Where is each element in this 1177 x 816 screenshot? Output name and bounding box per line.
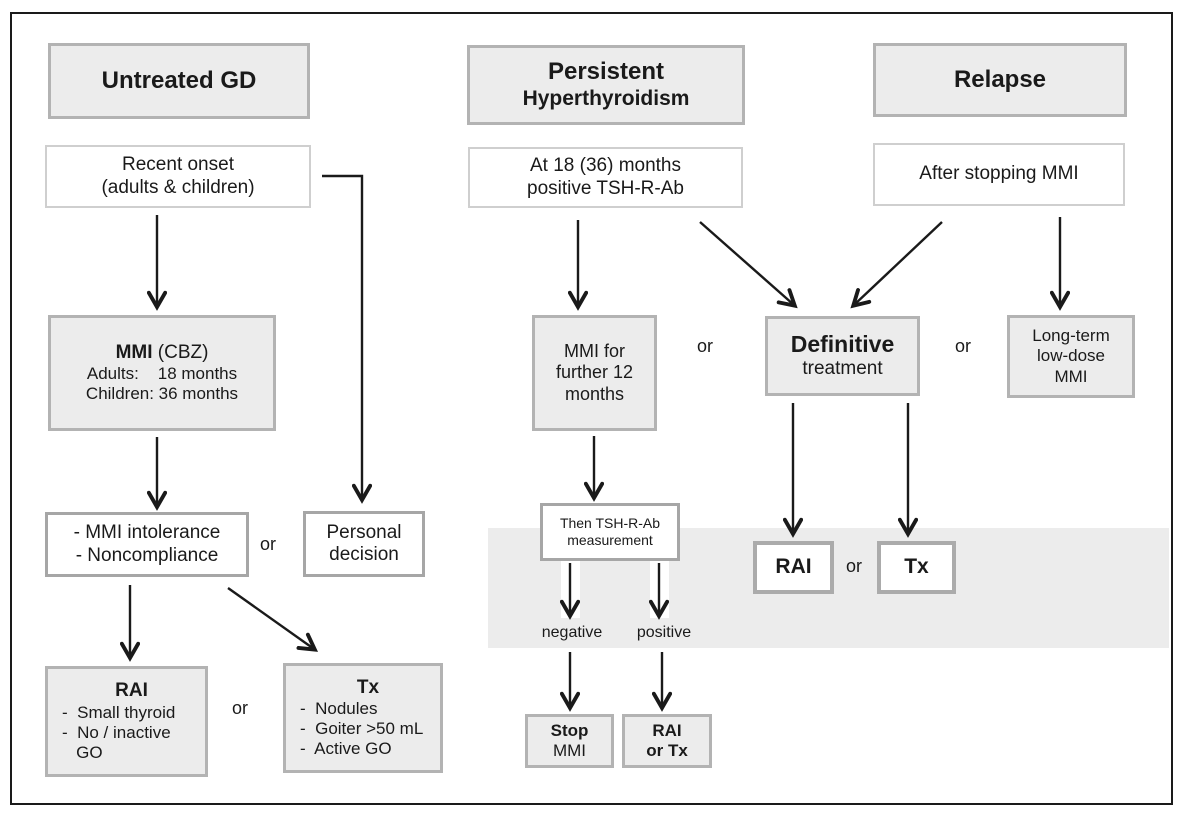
stop-mmi-box: Stop MMI bbox=[525, 714, 614, 768]
personal-decision-box: Personal decision bbox=[303, 511, 425, 577]
then-tsh-line2: measurement bbox=[567, 532, 653, 548]
rai-band-title: RAI bbox=[775, 555, 812, 579]
at18-line1: At 18 (36) months bbox=[529, 155, 682, 177]
persistent-title-line1: Persistent bbox=[547, 58, 665, 86]
mmi-cbz-box: MMI (CBZ) Adults: 18 months Children: 36… bbox=[48, 315, 276, 431]
rai-left-title: RAI bbox=[115, 680, 148, 702]
mmi-further-line3: months bbox=[564, 383, 625, 404]
longterm-mmi-box: Long-term low-dose MMI bbox=[1007, 315, 1135, 398]
tx-left-box: Tx - Nodules - Goiter >50 mL - Active GO bbox=[283, 663, 443, 773]
or-label-mmi-definitive: or bbox=[696, 336, 713, 356]
persistent-header: Persistent Hyperthyroidism bbox=[467, 45, 745, 125]
after-stopping-box: After stopping MMI bbox=[873, 143, 1125, 206]
rai-band-box: RAI bbox=[753, 541, 834, 594]
mmi-cbz-title: MMI (CBZ) bbox=[116, 342, 209, 364]
figure-border bbox=[10, 12, 1173, 805]
then-tsh-line1: Then TSH-R-Ab bbox=[559, 515, 661, 532]
mmi-cbz-title-bold: MMI bbox=[115, 341, 153, 363]
rai-left-item2: - No / inactive bbox=[62, 722, 171, 742]
personal-line1: Personal bbox=[326, 521, 402, 543]
recent-onset-line2: (adults & children) bbox=[101, 176, 255, 198]
rai-left-item3: GO bbox=[62, 742, 103, 762]
mmi-further-line2: further 12 bbox=[555, 362, 634, 383]
then-tsh-box: Then TSH-R-Ab measurement bbox=[540, 503, 680, 561]
tx-left-item1: - Nodules bbox=[300, 699, 378, 719]
definitive-box: Definitive treatment bbox=[765, 316, 920, 396]
after-stopping-line1: After stopping MMI bbox=[919, 163, 1079, 185]
tx-left-item2: - Goiter >50 mL bbox=[300, 719, 424, 739]
rai-or-tx-box: RAI or Tx bbox=[622, 714, 712, 768]
relapse-header: Relapse bbox=[873, 43, 1127, 117]
tx-band-box: Tx bbox=[877, 541, 956, 594]
at18-months-box: At 18 (36) months positive TSH-R-Ab bbox=[468, 147, 743, 208]
rai-left-box: RAI - Small thyroid - No / inactive GO bbox=[45, 666, 208, 777]
definitive-title: Definitive bbox=[790, 331, 895, 358]
mmi-cbz-title-rest: (CBZ) bbox=[152, 341, 209, 363]
rai-left-item1: - Small thyroid bbox=[62, 702, 176, 722]
or-label-rai-tx-left: or bbox=[231, 698, 248, 718]
recent-onset-box: Recent onset (adults & children) bbox=[45, 145, 311, 208]
negative-label: negative bbox=[541, 624, 603, 641]
relapse-title: Relapse bbox=[953, 65, 1047, 93]
longterm-line3: MMI bbox=[1054, 366, 1088, 386]
untreated-gd-header: Untreated GD bbox=[48, 43, 310, 119]
mmi-further-line1: MMI for bbox=[564, 341, 625, 362]
stop-mmi-line2: MMI bbox=[552, 741, 587, 760]
recent-onset-line1: Recent onset bbox=[122, 154, 234, 176]
rai-or-tx-line1: RAI bbox=[652, 720, 682, 740]
tx-left-item3: - Active GO bbox=[300, 739, 392, 759]
personal-line2: decision bbox=[329, 544, 399, 565]
longterm-line1: Long-term bbox=[1032, 326, 1110, 346]
or-label-intolerance-personal: or bbox=[259, 534, 276, 554]
intolerance-box: - MMI intolerance - Noncompliance bbox=[45, 512, 249, 577]
tx-left-title: Tx bbox=[356, 676, 380, 698]
intolerance-line2: - Noncompliance bbox=[75, 544, 219, 566]
persistent-title-line2: Hyperthyroidism bbox=[522, 86, 690, 110]
or-label-rai-tx-band: or bbox=[845, 556, 862, 576]
mmi-further-box: MMI for further 12 months bbox=[532, 315, 657, 431]
mmi-cbz-children: Children: 36 months bbox=[85, 384, 239, 404]
positive-label: positive bbox=[636, 624, 692, 641]
or-label-definitive-longterm: or bbox=[954, 336, 971, 356]
intolerance-line1: - MMI intolerance bbox=[73, 522, 221, 544]
mmi-cbz-adults: Adults: 18 months bbox=[86, 364, 238, 384]
longterm-line2: low-dose bbox=[1036, 346, 1106, 366]
rai-or-tx-line2: or Tx bbox=[646, 741, 688, 760]
tx-band-title: Tx bbox=[904, 555, 929, 579]
stop-mmi-line1: Stop bbox=[550, 720, 589, 740]
definitive-subtitle: treatment bbox=[802, 358, 883, 380]
at18-line2: positive TSH-R-Ab bbox=[527, 177, 684, 199]
untreated-gd-title: Untreated GD bbox=[101, 66, 257, 94]
